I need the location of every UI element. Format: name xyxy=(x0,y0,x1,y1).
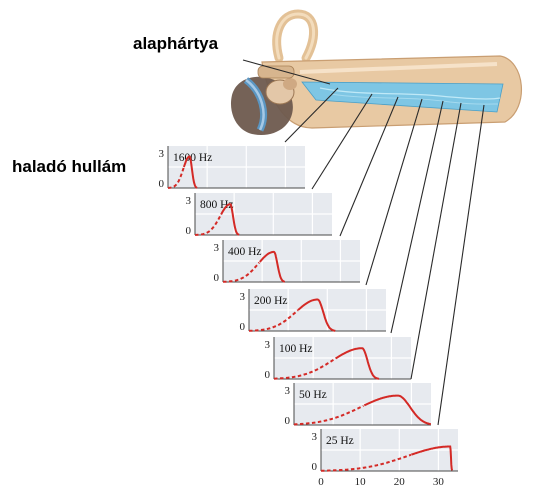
y-tick-label: 3 xyxy=(240,291,246,303)
y-tick-label: 0 xyxy=(265,369,271,381)
response-curve-dashed xyxy=(249,309,299,332)
response-curve xyxy=(335,347,380,380)
leader-lines xyxy=(242,59,485,426)
frequency-label: 100 Hz xyxy=(279,343,313,355)
leader-line xyxy=(339,96,399,237)
y-tick-label: 0 xyxy=(214,272,220,284)
leader-line xyxy=(390,100,444,334)
y-tick-label: 0 xyxy=(159,178,165,190)
panel-200hz: 3 0 200 Hz xyxy=(240,289,386,333)
y-tick-label: 3 xyxy=(159,148,165,160)
x-tick-label: 20 xyxy=(394,476,406,488)
panel-50hz: 3 0 50 Hz xyxy=(285,383,432,427)
panel-400hz: 3 0 400 Hz xyxy=(214,240,360,284)
x-tick-label: 0 xyxy=(318,476,324,488)
y-tick-label: 0 xyxy=(285,415,291,427)
frequency-label: 200 Hz xyxy=(254,295,288,307)
y-tick-label: 0 xyxy=(312,461,318,473)
membrane-leader-line xyxy=(242,59,331,85)
panel-1600hz: 3 0 1600 Hz xyxy=(159,146,305,190)
y-tick-label: 3 xyxy=(214,242,220,254)
x-tick-label: 10 xyxy=(355,476,367,488)
response-curve-dashed xyxy=(195,215,222,236)
frequency-label: 1600 Hz xyxy=(173,152,212,164)
basilar-membrane-label: alaphártya xyxy=(133,34,219,53)
y-tick-label: 0 xyxy=(186,225,192,237)
response-curve xyxy=(259,250,286,283)
y-tick-label: 3 xyxy=(312,431,318,443)
response-curve-dashed xyxy=(273,357,337,380)
response-curve-dashed xyxy=(168,167,185,189)
frequency-label: 25 Hz xyxy=(326,435,354,447)
response-curve xyxy=(182,155,198,189)
y-tick-label: 3 xyxy=(285,385,291,397)
response-curve xyxy=(220,203,240,236)
y-tick-label: 3 xyxy=(265,339,271,351)
y-tick-label: 0 xyxy=(240,321,246,333)
frequency-label: 400 Hz xyxy=(228,246,262,258)
leader-line xyxy=(365,98,423,286)
cochlea-illustration xyxy=(230,9,523,136)
response-curve-dashed xyxy=(321,453,412,472)
traveling-wave-label: haladó hullám xyxy=(12,157,127,176)
panel-100hz: 3 0 100 Hz xyxy=(265,337,411,381)
y-tick-label: 3 xyxy=(186,195,192,207)
leader-line xyxy=(437,104,485,426)
response-curve xyxy=(410,445,454,471)
x-tick-label: 30 xyxy=(433,476,445,488)
frequency-label: 50 Hz xyxy=(299,389,327,401)
response-curve xyxy=(363,394,432,426)
response-curve-dashed xyxy=(223,261,260,283)
response-curve xyxy=(297,298,336,332)
leader-line xyxy=(311,93,373,190)
leader-line xyxy=(410,102,462,380)
leader-line xyxy=(284,87,339,143)
